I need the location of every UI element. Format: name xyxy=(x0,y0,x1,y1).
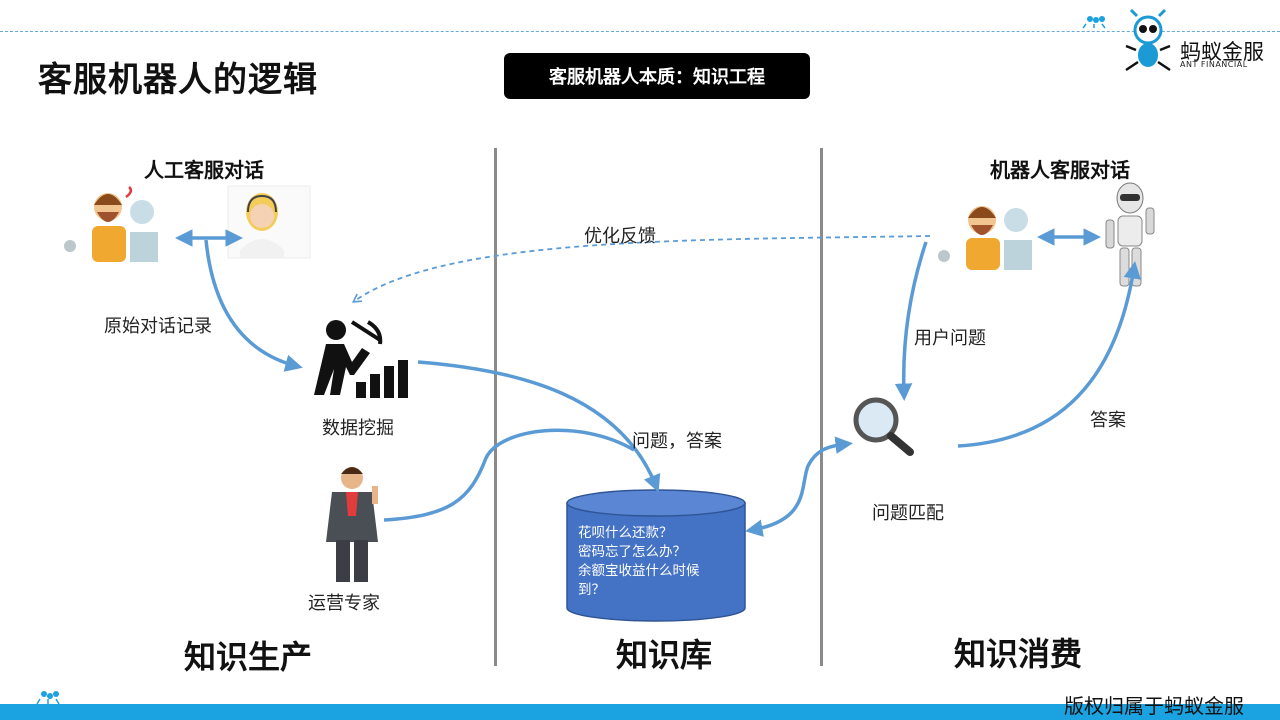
database-item: 密码忘了怎么办？ xyxy=(578,544,686,560)
database-item: 花呗什么还款？ xyxy=(578,525,673,541)
section-consumption: 知识消费 xyxy=(954,635,1083,673)
arrow-user-question xyxy=(894,241,928,401)
arrow-answer xyxy=(957,261,1141,448)
robot-icon xyxy=(1105,182,1155,287)
header-dashed-line xyxy=(0,31,1280,32)
heading-human-dialog: 人工客服对话 xyxy=(144,158,264,182)
label-data-mining: 数据挖掘 xyxy=(322,418,394,439)
headset-agent-icon xyxy=(227,185,311,259)
arrow-raw-records xyxy=(204,239,303,372)
copyright-text: 版权归属于蚂蚁金服 xyxy=(1064,694,1244,718)
logo-name: 蚂蚁金服 xyxy=(1180,40,1264,64)
label-feedback: 优化反馈 xyxy=(584,226,656,247)
divider-right xyxy=(820,148,823,666)
label-ops-expert: 运营专家 xyxy=(308,593,380,614)
essence-banner: 客服机器人本质：知识工程 xyxy=(504,53,810,99)
label-answer: 答案 xyxy=(1090,410,1126,431)
label-question-answer: 问题，答案 xyxy=(632,431,722,452)
arrow-mining-to-db xyxy=(417,360,661,493)
user-person-icon xyxy=(938,206,1032,270)
page-title: 客服机器人的逻辑 xyxy=(38,60,318,100)
arrow-expert-to-db xyxy=(383,428,635,522)
label-question-match: 问题匹配 xyxy=(872,503,944,524)
database-item: 余额宝收益什么时候 xyxy=(578,563,700,579)
section-library: 知识库 xyxy=(616,636,713,674)
heading-robot-dialog: 机器人客服对话 xyxy=(990,158,1130,182)
footer-bar xyxy=(0,704,1280,720)
label-raw-records: 原始对话记录 xyxy=(104,316,212,337)
ops-expert-icon xyxy=(326,467,378,582)
customer-person-icon xyxy=(64,186,158,262)
logo-subtitle: ANT FINANCIAL xyxy=(1180,60,1248,69)
database-content: 花呗什么还款？ 密码忘了怎么办？ 余额宝收益什么时候 到？ xyxy=(578,524,738,600)
data-mining-icon xyxy=(314,320,408,398)
arrow-db-match xyxy=(745,436,853,537)
divider-left xyxy=(494,148,497,666)
label-user-question: 用户问题 xyxy=(914,328,986,349)
database-item: 到？ xyxy=(578,582,605,598)
question-match-magnifier-icon xyxy=(853,397,914,456)
section-production: 知识生产 xyxy=(184,638,313,676)
